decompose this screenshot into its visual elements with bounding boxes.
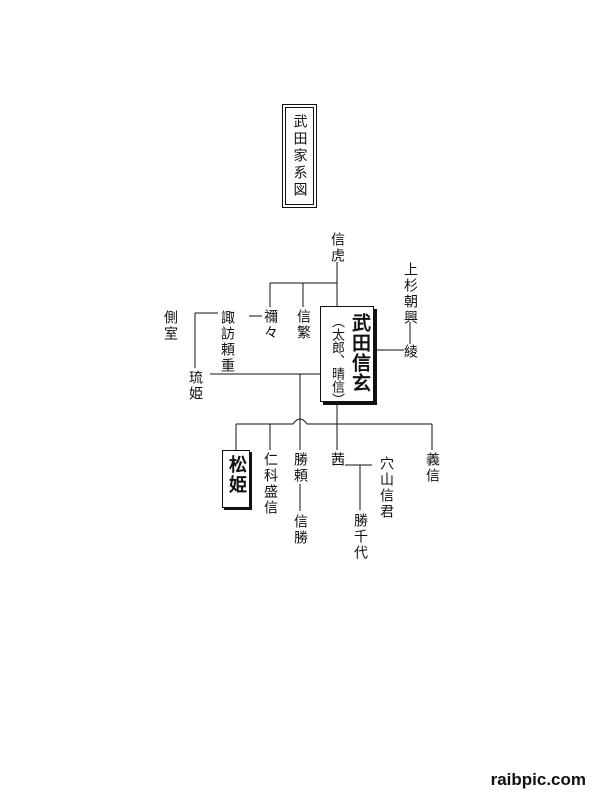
- node-aya: 綾: [402, 344, 418, 360]
- node-matsuhime-box: 松姫: [222, 450, 250, 508]
- node-sokushitsu: 側室: [162, 310, 178, 342]
- line-children-bar: [236, 418, 432, 425]
- node-ruhime: 琉姫: [187, 370, 203, 402]
- node-shingen-alias: （太郎、晴信）: [329, 315, 344, 406]
- node-nobutora: 信虎: [329, 232, 345, 264]
- watermark-text: raibpic.com: [490, 770, 586, 789]
- title-box: 武田家系図: [285, 107, 314, 205]
- node-suwa: 諏訪頼重: [219, 310, 235, 374]
- node-nishina: 仁科盛信: [262, 452, 278, 516]
- node-shingen-name: 武田信玄: [349, 313, 371, 393]
- node-matsuhime: 松姫: [226, 455, 247, 495]
- node-katsuyori: 勝頼: [292, 452, 308, 484]
- node-shingen-box: 武田信玄 （太郎、晴信）: [320, 306, 374, 406]
- node-yoshinobu: 義信: [424, 452, 440, 484]
- diagram-title: 武田家系図: [291, 113, 308, 199]
- node-nene: 禰々: [262, 309, 278, 341]
- node-akane: 茜: [329, 452, 345, 468]
- node-nobushige: 信繁: [295, 309, 311, 341]
- node-anayama: 穴山信君: [378, 456, 394, 520]
- node-katsuchiyo: 勝千代: [352, 513, 368, 561]
- node-nobukatsu: 信勝: [292, 514, 308, 546]
- node-uesugi: 上杉朝興: [402, 262, 418, 326]
